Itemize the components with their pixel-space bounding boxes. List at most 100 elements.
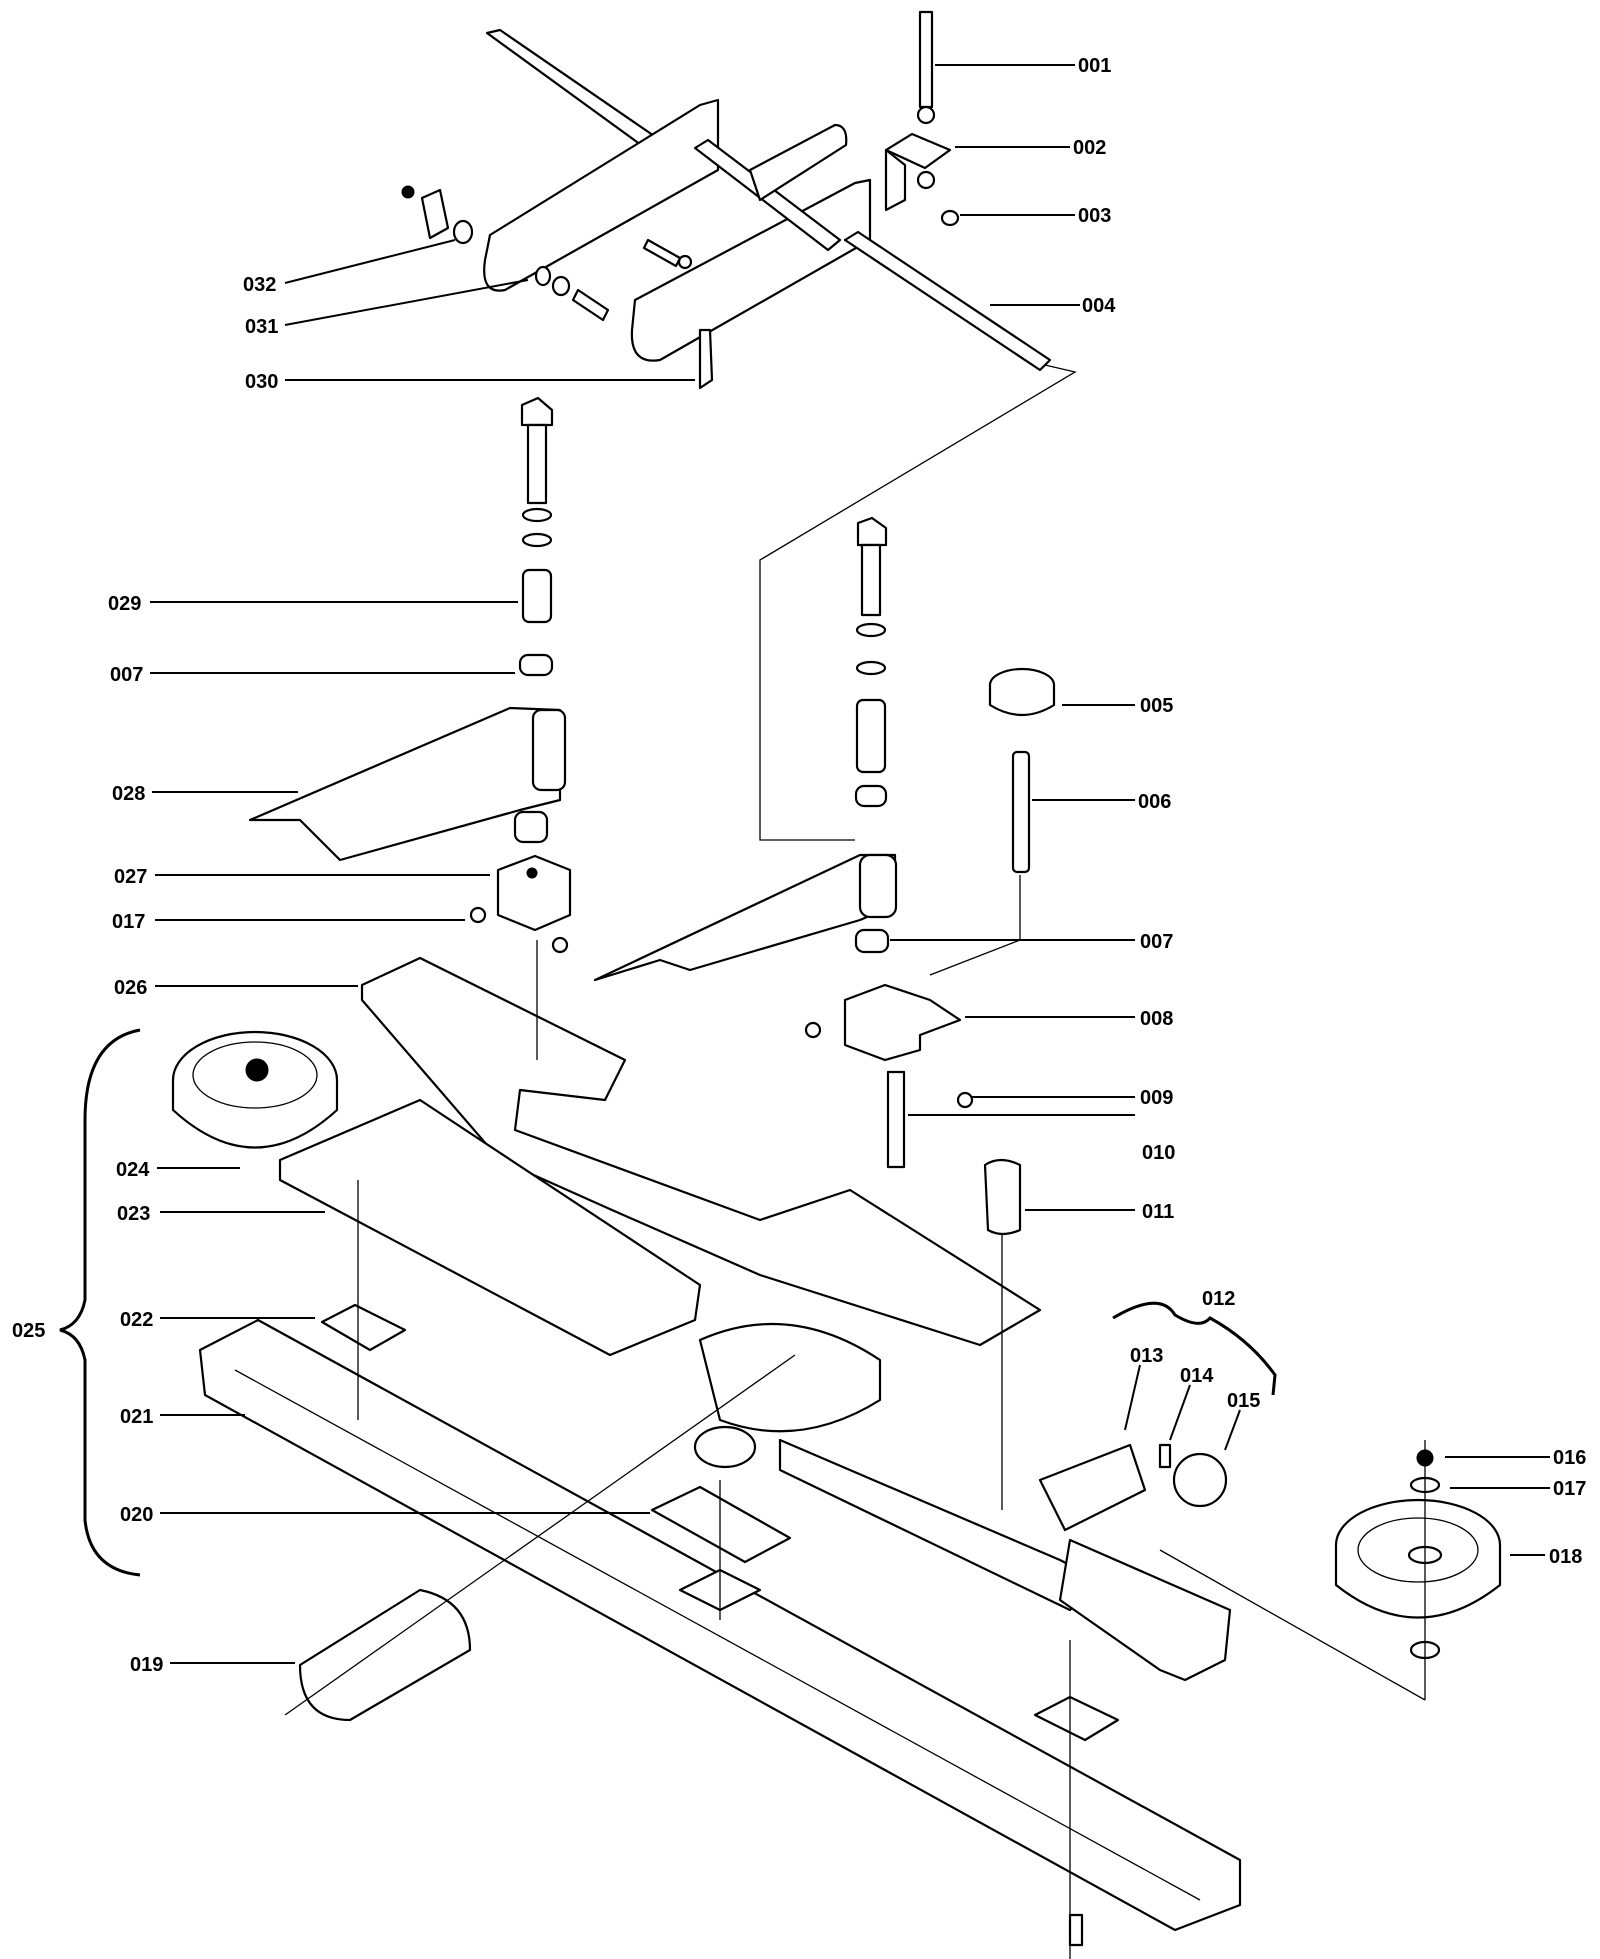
washer <box>551 275 571 297</box>
callout-007-right: 007 <box>1140 931 1173 953</box>
arm-pivot-boss <box>858 853 898 919</box>
bushing-007 <box>518 653 554 677</box>
pad-022 <box>320 1303 407 1352</box>
callout-022: 022 <box>120 1309 153 1331</box>
threaded-rod <box>918 10 934 109</box>
arm-028 <box>248 706 562 862</box>
tube-spacer <box>855 698 887 774</box>
subassembly-brace <box>1112 1301 1277 1396</box>
callout-005: 005 <box>1140 695 1173 717</box>
callout-019: 019 <box>130 1654 163 1676</box>
front-side-plate <box>630 178 872 362</box>
leader-032 <box>284 239 456 284</box>
roller-015 <box>1172 1452 1228 1508</box>
threaded-coupling-019 <box>298 1588 472 1722</box>
callout-009: 009 <box>1140 1087 1173 1109</box>
arm-right <box>593 853 897 982</box>
callout-018: 018 <box>1549 1546 1582 1568</box>
callout-003: 003 <box>1078 205 1111 227</box>
center-line <box>284 1354 796 1716</box>
assembly-brace <box>59 1028 141 1577</box>
callout-017-right: 017 <box>1553 1478 1586 1500</box>
tube-coupling <box>698 1322 882 1433</box>
drive-wheel-rim <box>171 1080 339 1149</box>
block-hole <box>526 867 538 879</box>
callout-017-left: 017 <box>112 911 145 933</box>
small-nut <box>401 185 415 199</box>
callout-026: 026 <box>114 977 147 999</box>
leader-015 <box>1224 1409 1241 1451</box>
callout-021: 021 <box>120 1406 153 1428</box>
bolt-shank <box>526 423 548 505</box>
rear-side-plate <box>483 98 720 292</box>
callout-024: 024 <box>116 1159 150 1181</box>
slot-plate-020 <box>650 1485 792 1564</box>
callout-012: 012 <box>1202 1288 1235 1310</box>
bolt <box>571 288 610 322</box>
roller-bracket-013 <box>1038 1443 1147 1532</box>
mount-block-008 <box>843 983 962 1062</box>
clip-plate <box>420 188 450 240</box>
hex-bolt-head <box>520 396 554 427</box>
callout-023: 023 <box>117 1203 150 1225</box>
threaded-stud <box>1011 750 1031 874</box>
clip <box>804 1021 822 1039</box>
top-link <box>748 123 848 202</box>
callout-labels: 001 002 003 004 005 006 007 008 009 010 … <box>12 55 1586 1676</box>
angle-bracket <box>884 132 952 170</box>
carriage-end-block <box>1058 1538 1232 1682</box>
callout-032: 032 <box>243 274 276 296</box>
callout-010: 010 <box>1142 1142 1175 1164</box>
rod-nut-lower <box>916 170 936 190</box>
shaft-004 <box>843 230 1052 372</box>
hex-bolt-head <box>856 516 888 547</box>
bushing <box>854 784 888 808</box>
callout-013: 013 <box>1130 1345 1163 1367</box>
center-line <box>929 875 1021 976</box>
wheel-018-inner <box>1357 1517 1479 1583</box>
callout-031: 031 <box>245 316 278 338</box>
right-arm-assembly <box>593 516 1056 1236</box>
leader-014 <box>1169 1384 1191 1441</box>
callout-008: 008 <box>1140 1008 1173 1030</box>
spacer-031 <box>534 265 552 287</box>
pin-014 <box>1158 1443 1172 1469</box>
callout-020: 020 <box>120 1504 153 1526</box>
flat-washer <box>521 532 553 548</box>
callout-002: 002 <box>1073 137 1106 159</box>
wheel-inner <box>192 1041 318 1109</box>
bushing-007 <box>854 928 890 954</box>
leader-013 <box>1124 1364 1141 1431</box>
callout-011: 011 <box>1142 1201 1174 1223</box>
bolt-shank <box>860 543 882 617</box>
knob-rim <box>988 685 1056 716</box>
carriage-plate-right <box>778 1438 1088 1612</box>
retaining-clip-009 <box>956 1091 974 1109</box>
center-line <box>759 364 1077 841</box>
callout-025: 025 <box>12 1320 45 1342</box>
base-plate-023 <box>278 1098 702 1357</box>
lock-washer <box>521 507 553 523</box>
angle-bracket-side <box>884 148 907 212</box>
rail-edge <box>234 1369 1201 1901</box>
wheel-nut <box>245 1058 269 1082</box>
callout-030: 030 <box>245 371 278 393</box>
flat-washer <box>855 660 887 676</box>
callout-015: 015 <box>1227 1390 1260 1412</box>
leader-lines <box>150 64 1550 1664</box>
spring-hook <box>698 328 714 390</box>
left-arm-assembly <box>248 396 572 954</box>
top-frame-assembly <box>401 10 1052 390</box>
clip <box>551 936 569 954</box>
callout-004: 004 <box>1082 295 1116 317</box>
bushing-lower <box>513 810 549 844</box>
bushing-032 <box>452 219 474 245</box>
center-lines <box>284 364 1426 1959</box>
screw <box>1068 1913 1084 1947</box>
callout-027: 027 <box>114 866 147 888</box>
leader-031 <box>284 279 529 326</box>
nut <box>677 254 693 270</box>
carriage-assembly <box>59 956 1502 1947</box>
washer-017 <box>469 906 487 924</box>
